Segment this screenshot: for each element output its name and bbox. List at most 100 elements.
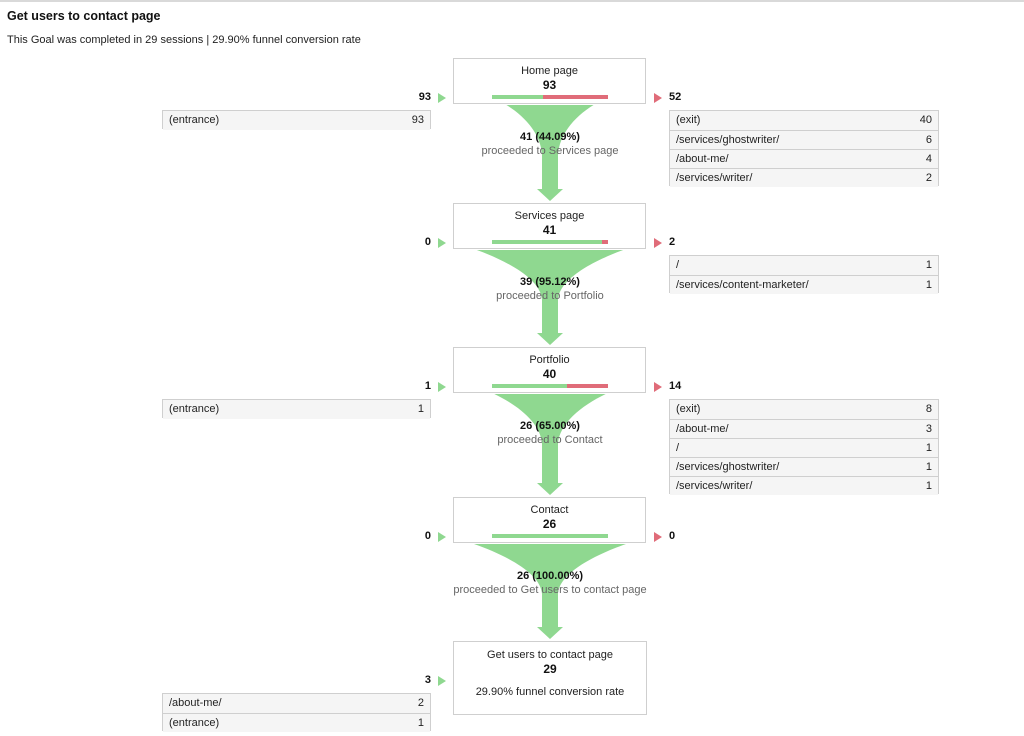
page-path-label: /about-me/ bbox=[676, 423, 729, 435]
proceeded-count: 39 (95.12%) bbox=[520, 276, 580, 288]
goal-conversion-rate: 29.90% funnel conversion rate bbox=[475, 686, 625, 698]
entrances-count: 0 bbox=[424, 530, 431, 542]
sessions-value: 1 bbox=[925, 480, 932, 492]
sessions-value: 8 bbox=[925, 403, 932, 415]
entrance-arrow-icon bbox=[438, 238, 446, 248]
page-path-label: /services/writer/ bbox=[676, 480, 753, 492]
proceeded-label: proceeded to Portfolio bbox=[496, 290, 604, 302]
proceed-flow-arrow bbox=[494, 394, 606, 495]
proceed-flow-arrow bbox=[506, 105, 594, 201]
entrance-arrow-icon bbox=[438, 676, 446, 686]
exit-arrow-icon bbox=[654, 93, 662, 103]
exit-arrow-icon bbox=[654, 532, 662, 542]
proceeded-summary: 39 (95.12%) proceeded to Portfolio bbox=[440, 276, 660, 303]
table-row[interactable]: /1 bbox=[670, 438, 938, 457]
goal-name: Get users to contact page bbox=[487, 649, 613, 661]
top-divider bbox=[0, 0, 1024, 2]
stage-count: 26 bbox=[542, 517, 557, 531]
table-row[interactable]: (entrance) 1 bbox=[163, 713, 430, 732]
table-row[interactable]: /services/writer/2 bbox=[670, 168, 938, 187]
proceeded-summary: 26 (100.00%) proceeded to Get users to co… bbox=[440, 570, 660, 597]
proceed-bar-fill bbox=[492, 240, 603, 244]
stage-count: 40 bbox=[542, 367, 557, 381]
table-row[interactable]: (exit)40 bbox=[670, 111, 938, 130]
sessions-value: 1 bbox=[925, 279, 932, 291]
proceed-exit-bar bbox=[492, 534, 608, 538]
table-row[interactable]: /about-me/4 bbox=[670, 149, 938, 168]
proceeded-count: 26 (65.00%) bbox=[520, 420, 580, 432]
sessions-value: 4 bbox=[925, 153, 932, 165]
page-path-label: (exit) bbox=[676, 403, 701, 415]
exits-count: 2 bbox=[669, 236, 676, 248]
page-path-label: /services/ghostwriter/ bbox=[676, 461, 780, 473]
proceed-exit-bar bbox=[492, 240, 608, 244]
sessions-value: 1 bbox=[925, 461, 932, 473]
proceeded-label: proceeded to Contact bbox=[497, 434, 603, 446]
stage-name: Portfolio bbox=[529, 354, 570, 366]
exit-pages-table: (exit)8/about-me/3/1/services/ghostwrite… bbox=[669, 399, 939, 495]
goal-count: 29 bbox=[543, 662, 557, 676]
sessions-value: 1 bbox=[925, 442, 932, 454]
entrances-count: 1 bbox=[424, 380, 431, 392]
goal-entrances-count: 3 bbox=[424, 674, 431, 686]
proceed-flow-arrow bbox=[474, 544, 626, 639]
exits-count: 14 bbox=[669, 380, 682, 392]
exit-arrow-icon bbox=[654, 238, 662, 248]
page-path-label: / bbox=[676, 442, 680, 454]
proceeded-summary: 41 (44.09%) proceeded to Services page bbox=[440, 131, 660, 158]
entrance-sources-table: (entrance) 1 bbox=[162, 399, 431, 419]
proceed-bar-fill bbox=[492, 95, 544, 99]
page-title: Get users to contact page bbox=[7, 9, 161, 23]
table-row[interactable]: (exit) 8 bbox=[670, 400, 938, 419]
sessions-value: 40 bbox=[919, 114, 932, 126]
page-path-label: (entrance) bbox=[169, 403, 220, 415]
exit-arrow-icon bbox=[654, 382, 662, 392]
table-row[interactable]: /about-me/2 bbox=[163, 694, 430, 713]
table-row[interactable]: /services/writer/1 bbox=[670, 476, 938, 495]
entrance-arrow-icon bbox=[438, 382, 446, 392]
proceeded-label: proceeded to Get users to contact page bbox=[453, 584, 647, 596]
proceeded-count: 41 (44.09%) bbox=[520, 131, 580, 143]
sessions-value: 2 bbox=[925, 172, 932, 184]
proceeded-summary: 26 (65.00%) proceeded to Contact bbox=[440, 420, 660, 447]
proceed-exit-bar bbox=[492, 95, 608, 99]
proceed-exit-bar bbox=[492, 384, 608, 388]
table-row[interactable]: (entrance) 1 bbox=[163, 400, 430, 419]
exits-count: 52 bbox=[669, 91, 682, 103]
table-row[interactable]: /1 bbox=[670, 256, 938, 275]
sessions-value: 1 bbox=[417, 717, 424, 729]
proceed-bar-fill bbox=[492, 384, 568, 388]
table-row[interactable]: /services/content-marketer/1 bbox=[670, 275, 938, 294]
table-row[interactable]: (entrance)93 bbox=[163, 111, 430, 130]
sessions-value: 1 bbox=[925, 259, 932, 271]
stage-name: Services page bbox=[514, 210, 585, 222]
exit-pages-table: /1/services/content-marketer/1 bbox=[669, 255, 939, 294]
proceed-flow-arrow bbox=[476, 250, 624, 345]
table-row[interactable]: /about-me/3 bbox=[670, 419, 938, 438]
exit-pages-table: (exit)40/services/ghostwriter/6/about-me… bbox=[669, 110, 939, 187]
sessions-value: 1 bbox=[417, 403, 424, 415]
proceed-bar-fill bbox=[492, 534, 608, 538]
table-row[interactable]: /services/ghostwriter/1 bbox=[670, 457, 938, 476]
page-path-label: / bbox=[676, 259, 680, 271]
page-path-label: (entrance) bbox=[169, 717, 220, 729]
sessions-value: 3 bbox=[925, 423, 932, 435]
entrances-count: 93 bbox=[418, 91, 431, 103]
proceeded-label: proceeded to Services page bbox=[481, 145, 619, 157]
goal-summary: This Goal was completed in 29 sessions |… bbox=[7, 34, 361, 46]
entrance-sources-table: (entrance)93 bbox=[162, 110, 431, 130]
page-path-label: /services/writer/ bbox=[676, 172, 753, 184]
stage-count: 41 bbox=[542, 223, 557, 237]
sessions-value: 2 bbox=[417, 697, 424, 709]
stage-count: 93 bbox=[542, 78, 557, 92]
page-path-label: /services/content-marketer/ bbox=[676, 279, 809, 291]
proceeded-count: 26 (100.00%) bbox=[516, 570, 584, 582]
table-row[interactable]: /services/ghostwriter/6 bbox=[670, 130, 938, 149]
goal-entrance-sources-table: /about-me/2 (entrance) 1 bbox=[162, 693, 431, 732]
